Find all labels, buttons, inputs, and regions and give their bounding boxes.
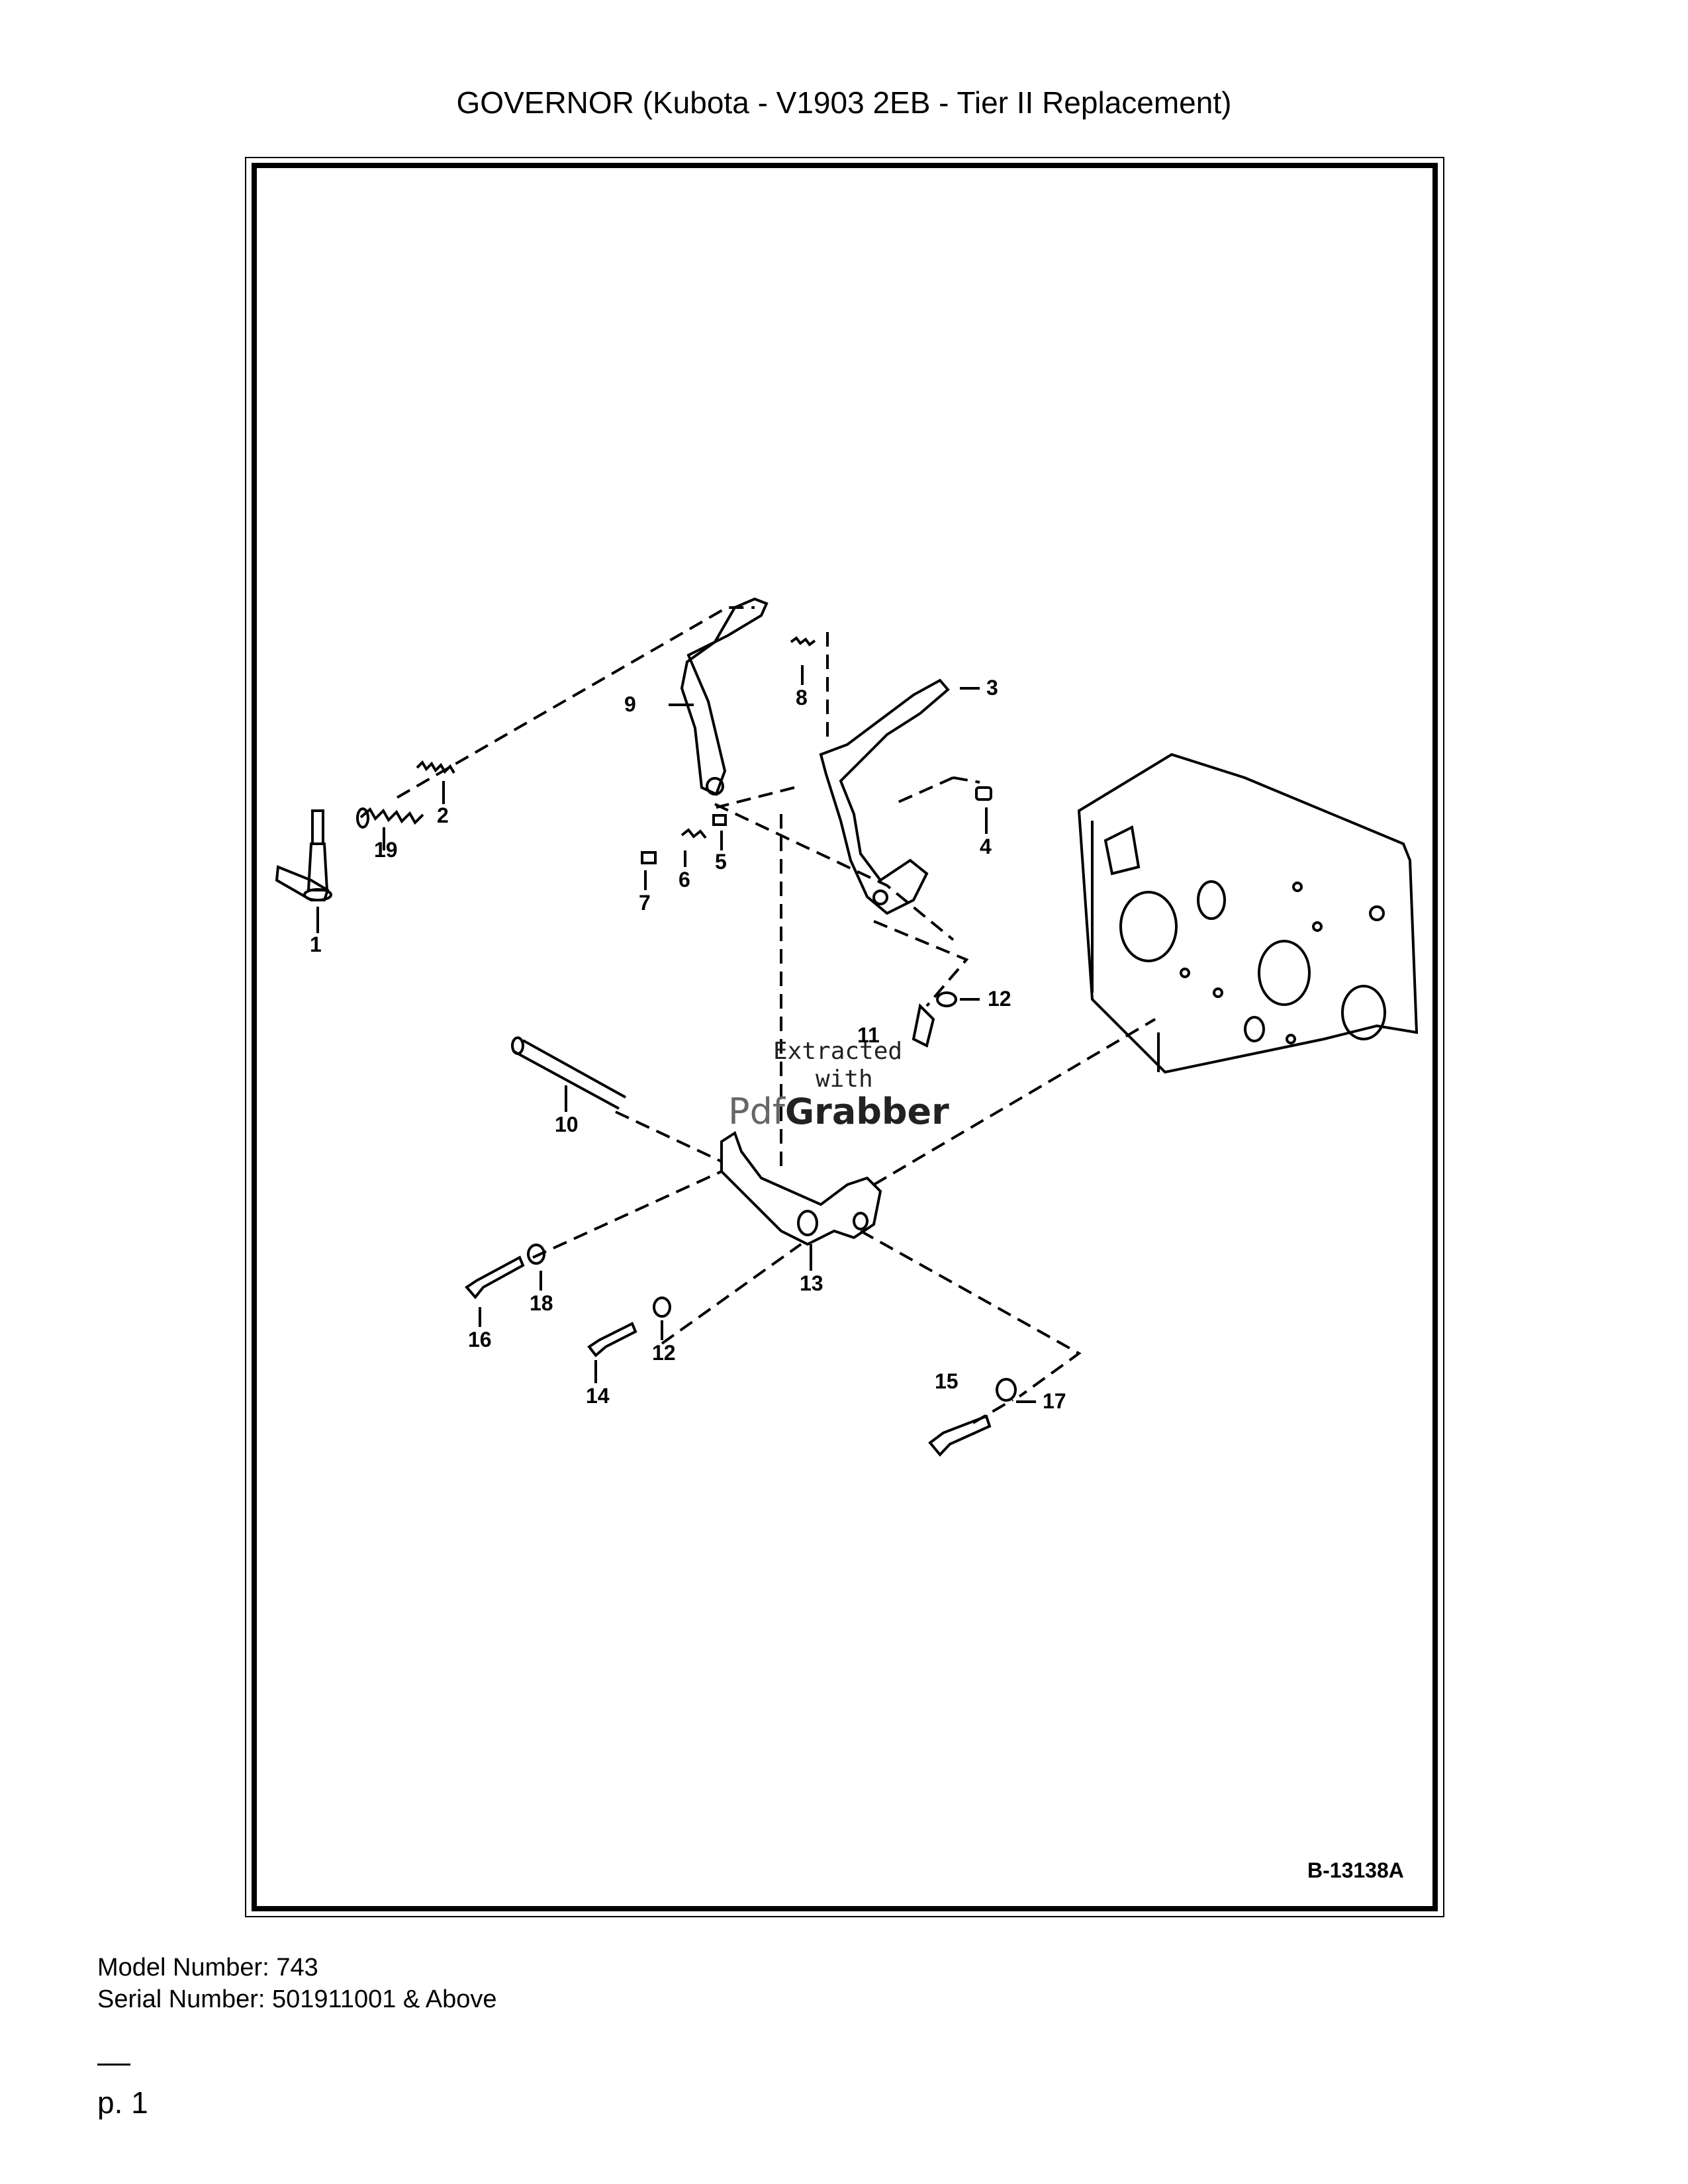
part-19-spring (356, 807, 424, 829)
part-13-bracket (720, 1130, 882, 1246)
callout-12: 12 (988, 987, 1011, 1011)
callout-10: 10 (555, 1113, 579, 1136)
part-10-pin (511, 1036, 626, 1110)
callout-18: 18 (530, 1291, 553, 1315)
page-number: p. 1 (97, 2085, 148, 2120)
part-17-washer (996, 1378, 1017, 1402)
part-18-washer (527, 1244, 545, 1265)
part-7-screw (641, 851, 657, 864)
part-6-spring (680, 828, 707, 839)
callout-12-lower: 12 (652, 1341, 676, 1365)
part-12-washer (936, 991, 957, 1007)
callout-15: 15 (935, 1369, 959, 1393)
part-15-bolt (928, 1414, 992, 1457)
watermark-logo: PdfGrabber (728, 1091, 949, 1132)
part-1-governor-lever-shaft (275, 809, 332, 901)
part-9-lever (680, 597, 769, 796)
part-12-washer-lower (653, 1297, 671, 1318)
engine-block (1077, 752, 1419, 1074)
serial-number: Serial Number: 501911001 & Above (97, 1985, 497, 2013)
part-14-bolt (587, 1322, 637, 1357)
callout-16: 16 (468, 1328, 492, 1351)
part-8-spring (790, 636, 816, 647)
part-5-nut (712, 814, 727, 826)
watermark-pdf: Pdf (728, 1091, 785, 1132)
model-number: Model Number: 743 (97, 1954, 318, 1981)
callout-14: 14 (586, 1384, 610, 1408)
part-3-lever-bracket (819, 678, 950, 915)
callout-3: 3 (986, 676, 998, 700)
watermark-line-2: with (816, 1066, 873, 1093)
diagram-frame (252, 163, 1438, 1911)
callout-17: 17 (1043, 1389, 1066, 1413)
callout-1: 1 (310, 933, 322, 956)
callout-2: 2 (437, 803, 449, 827)
callout-13: 13 (800, 1271, 823, 1295)
part-16-bolt (465, 1255, 525, 1300)
callout-19: 19 (374, 838, 398, 862)
page-title: GOVERNOR (Kubota - V1903 2EB - Tier II R… (456, 85, 1232, 120)
leader-lines (316, 665, 1036, 1403)
callout-6: 6 (679, 868, 690, 891)
part-11-bolt (912, 1003, 935, 1048)
callout-11: 11 (857, 1023, 880, 1047)
part-4-plug (975, 786, 992, 801)
callout-labels: 1 2 3 4 5 6 7 8 9 10 11 12 12 13 14 15 1… (310, 676, 1066, 1413)
diagram-frame-outer (245, 157, 1444, 1917)
callout-4: 4 (980, 835, 992, 858)
callout-5: 5 (715, 850, 727, 874)
figure-reference: B-13138A (1307, 1858, 1404, 1882)
callout-9: 9 (624, 692, 636, 716)
watermark-grabber: Grabber (784, 1091, 949, 1132)
callout-8: 8 (796, 686, 808, 709)
callout-7: 7 (639, 891, 651, 915)
assembly-lines (397, 606, 1156, 1424)
footer-rule (97, 2064, 130, 2066)
part-2-spring (416, 760, 455, 774)
watermark-line-1: Extracted (773, 1038, 903, 1065)
